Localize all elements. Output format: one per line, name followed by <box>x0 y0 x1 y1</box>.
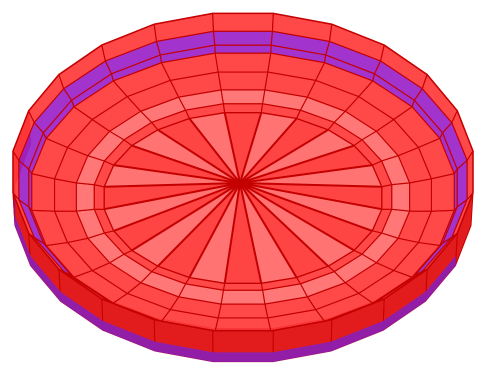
inner-wall-facet <box>75 182 95 212</box>
floor-spoke <box>104 182 241 211</box>
inner-wall-facet <box>391 182 411 212</box>
floor-spoke <box>113 164 241 184</box>
floor-spoke <box>157 182 241 267</box>
floor-spoke <box>239 182 263 284</box>
floor-spoke <box>239 182 329 267</box>
floor-spoke <box>239 182 298 279</box>
floor-spoke <box>131 182 241 252</box>
inner-wall-facet <box>212 30 274 46</box>
floor-spoke <box>104 182 241 188</box>
base-band-facet <box>212 352 274 362</box>
inner-wall-facet <box>381 184 393 210</box>
inner-wall-facet <box>214 52 272 73</box>
inner-wall-facet <box>214 44 272 54</box>
inner-wall-facet <box>456 159 468 208</box>
floor-spoke <box>223 112 241 184</box>
inner-wall-facet <box>220 289 266 305</box>
rim-edge <box>12 12 474 332</box>
floor-spoke <box>239 144 355 184</box>
floor-spoke <box>239 182 382 211</box>
floor-spoke <box>239 128 329 184</box>
floor-spoke <box>188 182 241 278</box>
floor-spoke <box>239 164 373 184</box>
floor-spoke <box>223 182 241 284</box>
inner-wall-facet <box>212 12 274 32</box>
floor-spoke <box>188 117 241 184</box>
inner-wall-facet <box>54 178 77 212</box>
floor-spoke <box>239 112 263 184</box>
bowl-model <box>12 12 474 363</box>
inner-wall-facet <box>220 89 266 105</box>
inner-wall-facet <box>217 71 269 91</box>
floor-spoke <box>157 128 241 184</box>
inner-wall-facet <box>93 184 105 210</box>
floor-spoke <box>113 182 241 232</box>
floor-spoke <box>239 117 298 184</box>
inner-wall-facet <box>430 173 455 212</box>
floor-spoke <box>239 182 355 252</box>
floor-spoke <box>239 182 382 188</box>
floor-spoke <box>239 182 373 232</box>
inner-wall-facet <box>217 303 269 319</box>
inner-wall-facet <box>214 317 272 332</box>
inner-wall-facet <box>222 103 264 114</box>
inner-wall-facet <box>31 173 56 212</box>
inner-wall-facet <box>466 150 474 201</box>
inner-wall-facet <box>222 282 264 291</box>
floor-spoke <box>131 144 241 184</box>
inner-wall-facet <box>409 178 432 212</box>
